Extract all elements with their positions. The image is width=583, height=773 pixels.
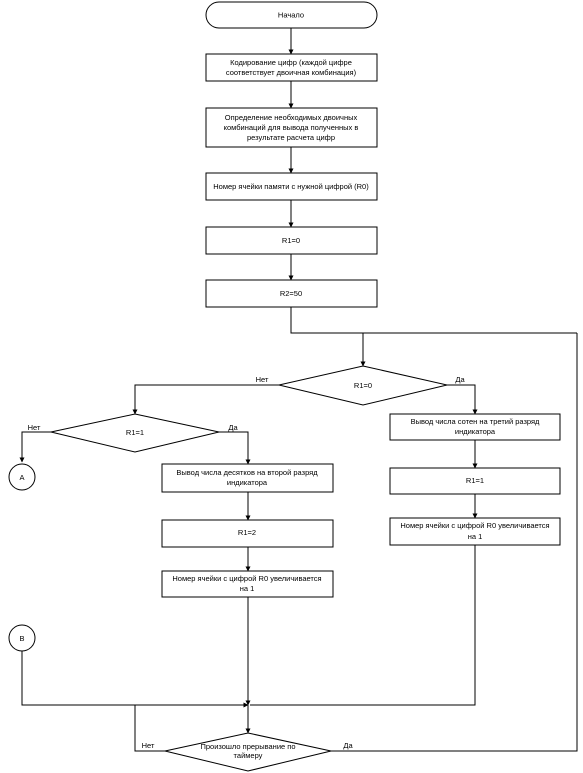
decision-interrupt-line2: таймеру <box>234 751 263 760</box>
process-incr-right-line2: на 1 <box>468 532 483 541</box>
decision-interrupt-line1: Произошло прерывание по <box>200 742 295 751</box>
decision-interrupt-no-label: Нет <box>142 741 155 750</box>
process-tens-line2: индикатора <box>227 478 268 487</box>
process-encode-line2: соответствует двоичная комбинация) <box>226 68 357 77</box>
process-incr-left-line1: Номер ячейки с цифрой R0 увеличивается <box>172 574 321 583</box>
process-tens: Вывод числа десятков на второй разряд ин… <box>161 463 334 493</box>
process-incr-right: Номер ячейки с цифрой R0 увеличивается н… <box>389 517 561 546</box>
process-encode: Кодирование цифр (каждой цифре соответст… <box>205 53 378 82</box>
connector-lines <box>19 28 578 752</box>
start-label: Начало <box>278 11 304 20</box>
process-define-line1: Определение необходимых двоичных <box>225 113 358 122</box>
process-r2: R2=50 <box>205 279 378 308</box>
decision-r1-zero: R1=0 <box>278 365 448 406</box>
process-cell-label: Номер ячейки памяти с нужной цифрой (R0) <box>213 182 369 191</box>
connector-a: A <box>8 463 36 491</box>
connector-b: B <box>8 624 36 652</box>
process-r1-one: R1=1 <box>389 467 561 495</box>
decision-r1-one-yes-label: Да <box>228 423 238 432</box>
decision-interrupt-yes-label: Да <box>343 741 353 750</box>
connector-a-label: A <box>19 473 24 482</box>
decision-r1-one: R1=1 <box>50 413 220 453</box>
start-terminator: Начало <box>205 1 378 29</box>
process-incr-left: Номер ячейки с цифрой R0 увеличивается н… <box>161 570 334 598</box>
process-hundreds-line1: Вывод числа сотен на третий разряд <box>411 417 540 426</box>
decision-interrupt: Произошло прерывание по таймеру <box>164 732 332 772</box>
process-tens-line1: Вывод числа десятков на второй разряд <box>176 468 318 477</box>
decision-r1-one-no-label: Нет <box>28 423 41 432</box>
process-r1-zero: R1=0 <box>205 226 378 255</box>
process-define-line2: комбинаций для вывода полученных в <box>224 123 359 132</box>
decision-r1-zero-no-label: Нет <box>256 375 269 384</box>
process-define-line3: результате расчета цифр <box>247 133 335 142</box>
process-hundreds: Вывод числа сотен на третий разряд индик… <box>389 413 561 441</box>
process-r1-two: R1=2 <box>161 519 334 548</box>
process-incr-left-line2: на 1 <box>240 584 255 593</box>
process-hundreds-line2: индикатора <box>455 427 496 436</box>
process-cell: Номер ячейки памяти с нужной цифрой (R0) <box>205 172 378 201</box>
decision-r1-one-label: R1=1 <box>126 428 144 437</box>
process-r2-label: R2=50 <box>280 289 302 298</box>
decision-r1-zero-label: R1=0 <box>354 381 372 390</box>
process-incr-right-line1: Номер ячейки с цифрой R0 увеличивается <box>400 521 549 530</box>
connector-b-label: B <box>19 634 24 643</box>
process-r1-one-label: R1=1 <box>466 476 484 485</box>
process-r1-two-label: R1=2 <box>238 528 256 537</box>
process-r1-zero-label: R1=0 <box>282 236 300 245</box>
process-encode-line1: Кодирование цифр (каждой цифре <box>230 58 352 67</box>
process-define: Определение необходимых двоичных комбина… <box>205 107 378 148</box>
decision-r1-zero-yes-label: Да <box>455 375 465 384</box>
